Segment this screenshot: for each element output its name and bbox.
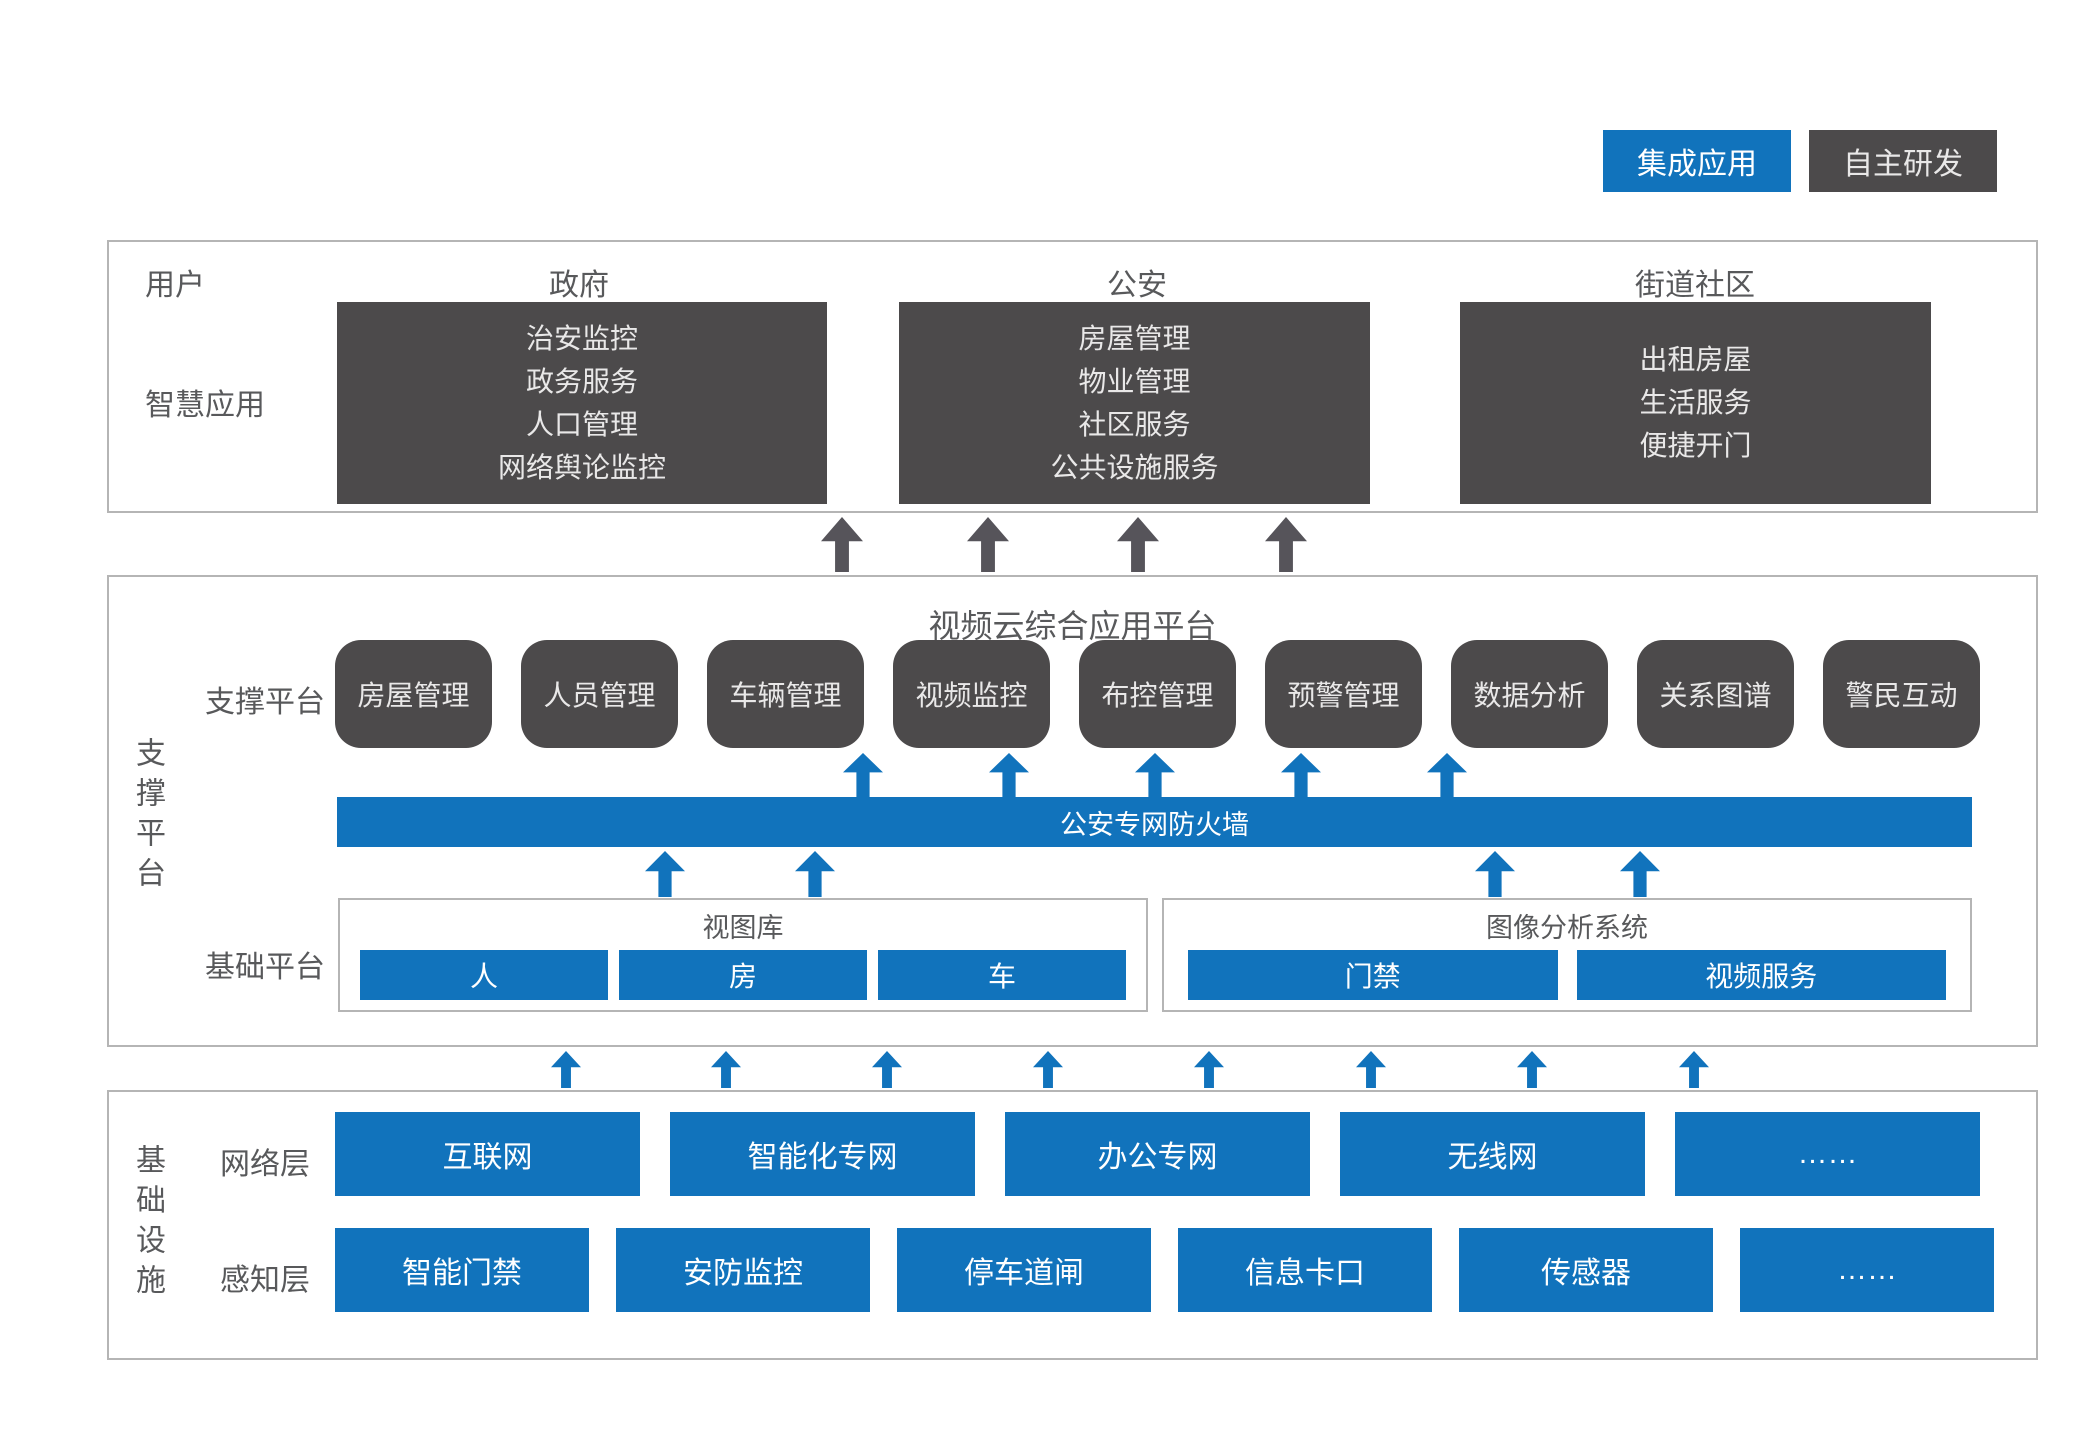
support-box-video-surveillance: 视频监控 [893, 640, 1050, 748]
app-item: 物业管理 [1078, 365, 1191, 397]
support-box-police-citizen: 警民互动 [1823, 640, 1980, 748]
column-header-government: 政府 [549, 269, 609, 302]
firewall-bar: 公安专网防火墙 [337, 797, 1972, 847]
app-item: 便捷开门 [1639, 430, 1752, 461]
app-item: 人口管理 [525, 408, 638, 440]
column-header-police: 公安 [1107, 269, 1167, 302]
up-arrow-icon [711, 1051, 741, 1088]
column-header-community: 街道社区 [1635, 269, 1755, 302]
app-item: 网络舆论监控 [497, 451, 666, 483]
analysis-item-video-service: 视频服务 [1576, 950, 1946, 1000]
legend-self-developed: 自主研发 [1809, 130, 1997, 192]
app-item: 治安监控 [525, 322, 638, 354]
up-arrow-icon [1356, 1051, 1386, 1088]
network-box-intelligent-private: 智能化专网 [670, 1112, 975, 1196]
up-arrow-icon [1475, 851, 1515, 897]
analysis-item-access-control: 门禁 [1188, 950, 1558, 1000]
support-platform-section: 支撑平台 视频云综合应用平台 支撑平台 基础平台 房屋管理 人员管理 车辆管理 … [107, 575, 2038, 1047]
up-arrow-icon [1117, 517, 1159, 572]
up-arrow-icon [1517, 1051, 1547, 1088]
support-box-data-analysis: 数据分析 [1451, 640, 1608, 748]
row-label-user: 用户 [145, 269, 205, 302]
side-label-support-platform: 支撑平台 [131, 737, 164, 897]
up-arrow-icon [1033, 1051, 1063, 1088]
support-box-relation-graph: 关系图谱 [1637, 640, 1794, 748]
up-arrow-icon [1679, 1051, 1709, 1088]
sensing-box-sensor: 传感器 [1459, 1228, 1713, 1312]
support-box-warning: 预警管理 [1265, 640, 1422, 748]
video-image-library-box: 视图库 人 房 车 [338, 898, 1148, 1012]
network-box-more: …… [1675, 1112, 1980, 1196]
base-box-title: 图像分析系统 [1486, 913, 1648, 943]
app-box-community: 出租房屋 生活服务 便捷开门 [1460, 302, 1931, 504]
up-arrow-icon [1265, 517, 1307, 572]
row-label-smart-app: 智慧应用 [145, 389, 265, 422]
platform-title: 视频云综合应用平台 [928, 608, 1217, 644]
sensing-box-more: …… [1740, 1228, 1994, 1312]
side-label-infrastructure: 基础设施 [131, 1144, 164, 1304]
network-box-internet: 互联网 [335, 1112, 640, 1196]
library-item-house: 房 [619, 950, 867, 1000]
app-item: 出租房屋 [1639, 344, 1752, 375]
up-arrow-icon [872, 1051, 902, 1088]
app-item: 社区服务 [1078, 408, 1191, 440]
support-box-housing: 房屋管理 [335, 640, 492, 748]
support-box-personnel: 人员管理 [521, 640, 678, 748]
sensing-box-security-monitoring: 安防监控 [616, 1228, 870, 1312]
app-item: 公共设施服务 [1050, 451, 1219, 483]
app-box-government: 治安监控 政务服务 人口管理 网络舆论监控 [337, 302, 827, 504]
users-section: 用户 智慧应用 政府 公安 街道社区 治安监控 政务服务 人口管理 网络舆论监控… [107, 240, 2038, 513]
app-item: 政务服务 [525, 365, 638, 397]
up-arrow-icon [1135, 753, 1175, 797]
row-label-network-layer: 网络层 [220, 1148, 310, 1181]
app-item: 生活服务 [1639, 387, 1752, 418]
base-box-title: 视图库 [702, 913, 784, 943]
up-arrow-icon [795, 851, 835, 897]
network-box-office-private: 办公专网 [1005, 1112, 1310, 1196]
up-arrow-icon [1281, 753, 1321, 797]
row-label-sensing-layer: 感知层 [220, 1264, 310, 1297]
up-arrow-icon [645, 851, 685, 897]
sensing-box-parking-gate: 停车道闸 [897, 1228, 1151, 1312]
up-arrow-icon [1620, 851, 1660, 897]
app-item: 房屋管理 [1078, 322, 1191, 354]
sensing-box-info-checkpoint: 信息卡口 [1178, 1228, 1432, 1312]
row-label-base: 基础平台 [205, 951, 325, 984]
library-item-vehicle: 车 [878, 950, 1126, 1000]
up-arrow-icon [843, 753, 883, 797]
up-arrow-icon [551, 1051, 581, 1088]
up-arrow-icon [967, 517, 1009, 572]
sensing-box-smart-access: 智能门禁 [335, 1228, 589, 1312]
up-arrow-icon [1194, 1051, 1224, 1088]
app-box-police: 房屋管理 物业管理 社区服务 公共设施服务 [899, 302, 1370, 504]
up-arrow-icon [1427, 753, 1467, 797]
row-label-support: 支撑平台 [205, 686, 325, 719]
support-box-control: 布控管理 [1079, 640, 1236, 748]
image-analysis-system-box: 图像分析系统 门禁 视频服务 [1162, 898, 1972, 1012]
network-box-wireless: 无线网 [1340, 1112, 1645, 1196]
up-arrow-icon [821, 517, 863, 572]
up-arrow-icon [989, 753, 1029, 797]
infrastructure-section: 基础设施 网络层 感知层 互联网 智能化专网 办公专网 无线网 …… 智能门禁 … [107, 1090, 2038, 1360]
support-box-vehicle: 车辆管理 [707, 640, 864, 748]
legend-integrated-app: 集成应用 [1603, 130, 1791, 192]
library-item-person: 人 [360, 950, 608, 1000]
